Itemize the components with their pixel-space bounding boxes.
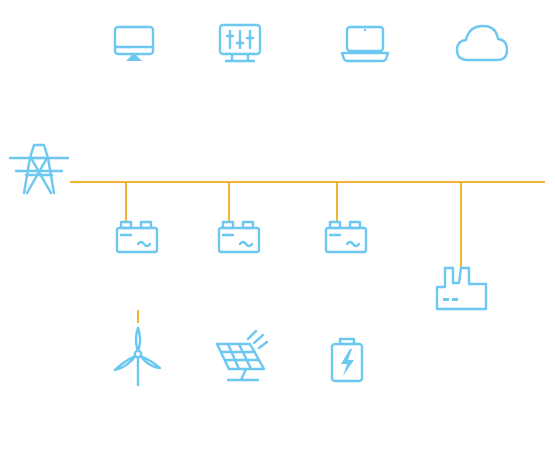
laptop-icon <box>340 25 390 63</box>
control-panel-monitor-icon <box>218 23 262 63</box>
factory-icon <box>435 266 488 311</box>
inverter-battery-icon <box>217 220 261 254</box>
battery-charging-icon <box>330 337 364 383</box>
desktop-monitor-icon <box>113 25 155 61</box>
inverter-battery-icon <box>324 220 368 254</box>
wiring <box>70 181 545 323</box>
cloud-icon <box>455 24 509 62</box>
solar-panel-icon <box>215 329 269 382</box>
wind-turbine-icon <box>113 326 162 387</box>
power-transmission-tower-icon <box>8 143 70 195</box>
inverter-battery-icon <box>115 220 159 254</box>
